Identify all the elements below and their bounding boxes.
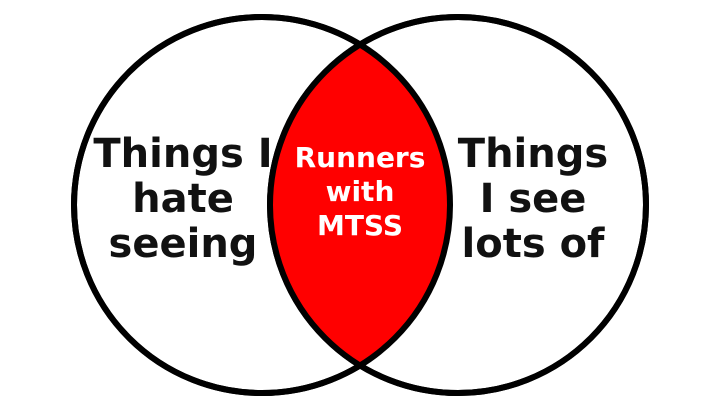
intersection-region: [270, 17, 450, 393]
right-set-label-line: lots of: [461, 220, 605, 267]
right-set-label-line: I see: [479, 175, 587, 222]
intersection-label-line: MTSS: [316, 209, 404, 243]
left-set-label-line: Things I: [93, 131, 273, 177]
right-set-label: Things I see lots of: [418, 132, 648, 266]
right-circle-outline: [267, 14, 649, 396]
left-set-label-line: seeing: [108, 220, 258, 267]
left-set-label-line: hate: [132, 175, 234, 222]
intersection-label: Runners with MTSS: [255, 141, 465, 243]
intersection-label-line: Runners: [294, 141, 426, 174]
left-circle-outline: [71, 14, 453, 396]
intersection-label-line: with: [325, 175, 395, 209]
left-set-label: Things I hate seeing: [68, 132, 298, 266]
right-set-label-line: Things: [457, 131, 609, 177]
